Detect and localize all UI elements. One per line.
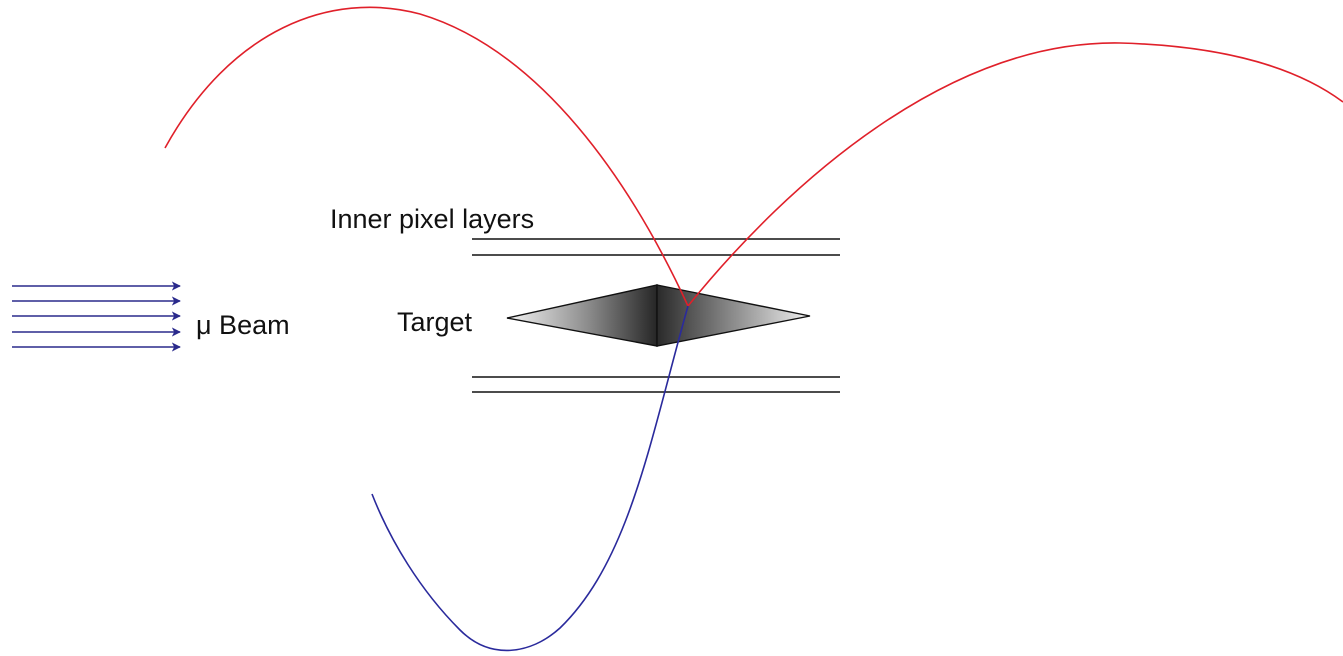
- target-left-face: [506, 284, 658, 347]
- blue-track: [371, 305, 689, 652]
- inner-layers-label: Inner pixel layers: [330, 204, 534, 234]
- electron-tracks: [164, 6, 1343, 652]
- inner-pixel-layers: [472, 238, 840, 393]
- target-right-face: [656, 284, 811, 347]
- beam-label: μ Beam: [196, 310, 290, 340]
- red-track-right: [687, 42, 1343, 307]
- target: [506, 284, 811, 347]
- red-track-left: [164, 6, 689, 307]
- beam-arrows: [12, 281, 181, 352]
- target-label: Target: [397, 307, 473, 337]
